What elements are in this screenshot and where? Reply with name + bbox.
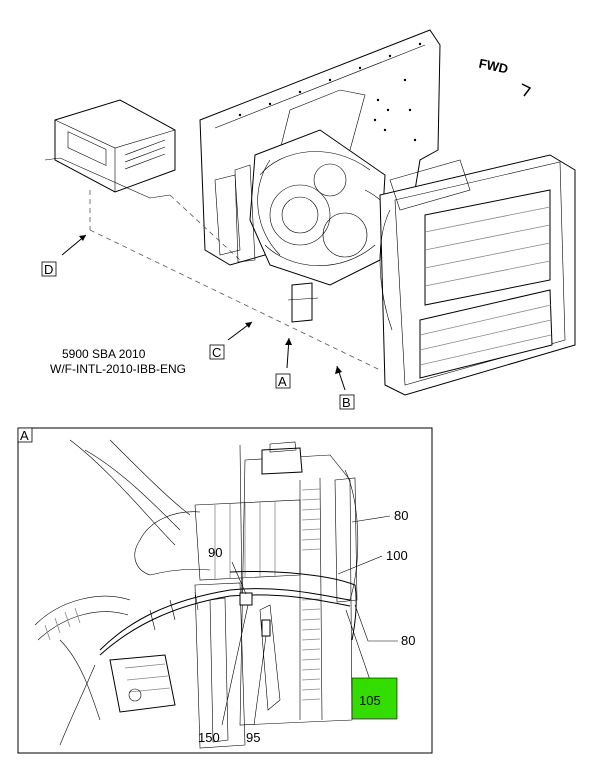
engine-block bbox=[214, 129, 401, 323]
svg-text:B: B bbox=[342, 395, 351, 410]
model-caption-line1: 5900 SBA 2010 bbox=[62, 347, 146, 361]
filler-cap bbox=[261, 447, 303, 475]
view-arrow-a bbox=[285, 337, 292, 369]
control-module bbox=[44, 99, 176, 199]
radiator-assembly bbox=[379, 154, 576, 396]
detail-view-a: A bbox=[17, 427, 433, 754]
frame-rail bbox=[194, 582, 246, 749]
callout-80-top: 80 bbox=[394, 508, 408, 523]
fwd-arrow-icon bbox=[521, 83, 532, 97]
view-label-b: B bbox=[339, 394, 355, 410]
wiring-harness bbox=[59, 571, 357, 746]
forward-indicator: FWD bbox=[477, 56, 532, 97]
leader-lines bbox=[221, 515, 398, 726]
callout-95: 95 bbox=[246, 730, 260, 745]
lower-hose-bundle bbox=[34, 595, 176, 713]
radiator-upper-core bbox=[424, 189, 551, 306]
view-arrow-b bbox=[335, 365, 346, 391]
fwd-label: FWD bbox=[477, 56, 509, 77]
callout-80-bottom: 80 bbox=[401, 633, 415, 648]
callout-105-highlight[interactable] bbox=[351, 677, 398, 720]
detail-title: A bbox=[20, 428, 29, 443]
callout-150: 150 bbox=[198, 730, 220, 745]
svg-text:C: C bbox=[212, 345, 221, 360]
surge-tank bbox=[389, 159, 471, 211]
panel-rivets bbox=[238, 42, 422, 142]
view-arrow-c bbox=[227, 321, 253, 341]
detail-label-box bbox=[17, 427, 33, 443]
view-label-a: A bbox=[275, 373, 291, 389]
clamp-150 bbox=[239, 592, 253, 606]
compressor bbox=[109, 654, 176, 713]
view-label-d: D bbox=[41, 261, 57, 277]
engine-overview: FWD D C A bbox=[41, 29, 576, 410]
svg-text:D: D bbox=[44, 262, 53, 277]
oil-filter bbox=[291, 282, 313, 323]
ref-line-upper bbox=[169, 194, 241, 261]
radiator-tank bbox=[239, 441, 359, 726]
callout-90: 90 bbox=[208, 545, 222, 560]
model-caption-line2: W/F-INTL-2010-IBB-ENG bbox=[50, 362, 186, 376]
view-arrow-d bbox=[61, 234, 87, 256]
view-label-c: C bbox=[209, 344, 225, 360]
coolant-hose bbox=[69, 439, 211, 576]
bracket-95 bbox=[261, 619, 271, 637]
callout-105[interactable]: 105 bbox=[359, 693, 381, 708]
svg-text:A: A bbox=[278, 374, 287, 389]
callout-100: 100 bbox=[386, 548, 408, 563]
